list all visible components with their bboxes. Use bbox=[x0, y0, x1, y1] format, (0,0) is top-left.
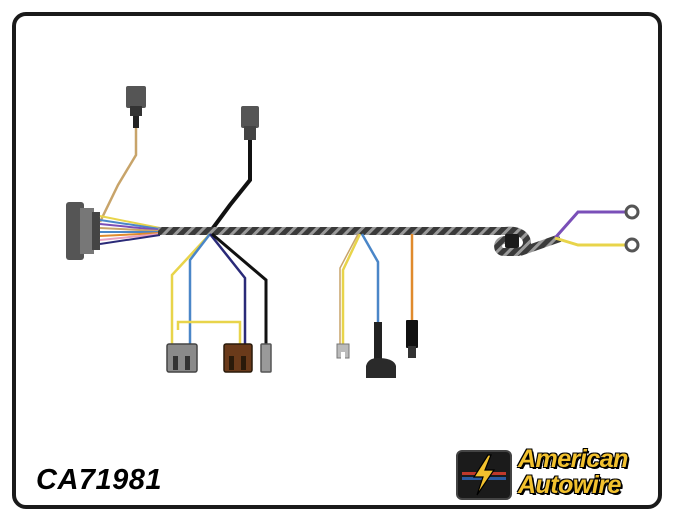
connector-gray-single bbox=[260, 343, 272, 373]
bulb-socket bbox=[366, 322, 396, 378]
wire-black-top bbox=[208, 140, 252, 234]
breakout-left bbox=[170, 232, 268, 345]
harness-clip bbox=[505, 234, 519, 248]
connector-gray-bottom bbox=[166, 343, 198, 373]
harness-trunk-loop bbox=[494, 226, 531, 256]
ring-terminal-top bbox=[624, 204, 640, 220]
brand-logo: American Autowire bbox=[456, 446, 656, 504]
connector-top-left bbox=[126, 86, 146, 128]
bullet-connector bbox=[406, 320, 418, 358]
part-number-label: CA71981 bbox=[36, 464, 163, 496]
connector-top-middle bbox=[241, 106, 259, 140]
connector-main-left bbox=[66, 202, 100, 260]
wire-tan bbox=[98, 128, 138, 223]
brand-line-1: American bbox=[518, 445, 628, 473]
wire-fan-left bbox=[99, 215, 161, 245]
breakout-middle bbox=[339, 233, 414, 345]
connector-brown-bottom bbox=[223, 343, 253, 373]
harness-trunk-tail bbox=[518, 234, 562, 256]
spade-terminal bbox=[336, 343, 350, 360]
brand-line-2: Autowire bbox=[518, 471, 621, 499]
ring-terminal-bottom bbox=[624, 237, 640, 253]
diagram-frame bbox=[12, 12, 662, 509]
wire-yellow-right bbox=[554, 236, 625, 247]
lightning-bolt-icon bbox=[456, 450, 512, 500]
brand-wordmark: American Autowire bbox=[518, 446, 656, 498]
wire-purple-right bbox=[553, 210, 625, 239]
